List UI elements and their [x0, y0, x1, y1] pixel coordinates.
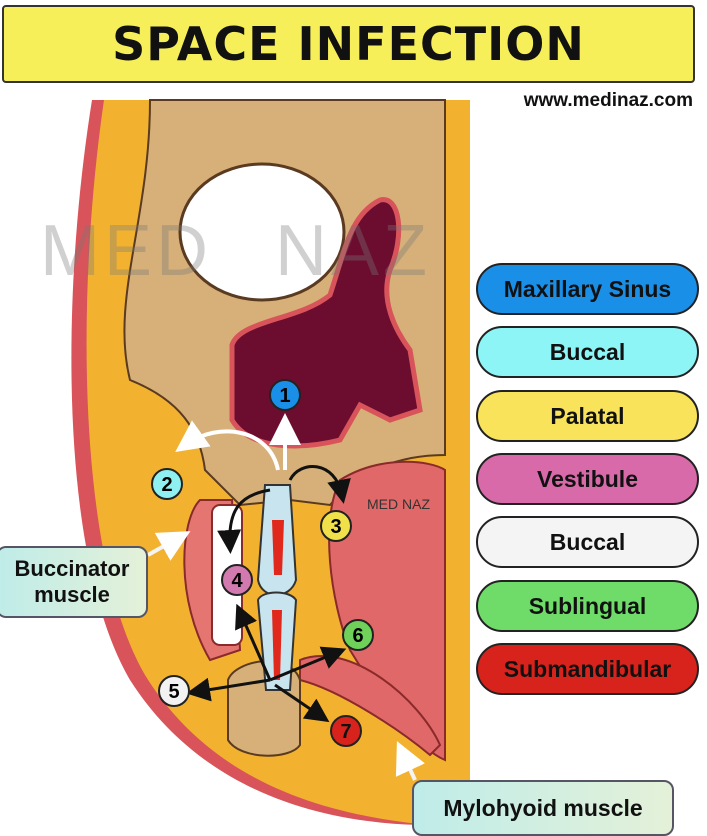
small-watermark: MED NAZ: [367, 496, 430, 512]
svg-text:3: 3: [330, 516, 341, 538]
mylohyoid-label: Mylohyoid muscle: [412, 780, 674, 836]
legend-submandibular: Submandibular: [476, 643, 699, 695]
arrow-buccinator: [147, 531, 191, 561]
svg-text:6: 6: [352, 625, 363, 647]
legend-maxillary-sinus: Maxillary Sinus: [476, 263, 699, 315]
lower-pulp: [272, 610, 282, 680]
arrow-to-2: [175, 420, 280, 471]
marker-3: 3: [320, 510, 352, 542]
marker-2: 2: [151, 468, 183, 500]
marker-4: 4: [221, 564, 253, 596]
watermark-right: NAZ: [275, 211, 431, 291]
maxillary-sinus-cavity: [178, 162, 346, 302]
page-title: SPACE INFECTION: [112, 17, 585, 71]
legend-vestibule: Vestibule: [476, 453, 699, 505]
arrow-to-6: [269, 646, 347, 682]
legend-sublingual: Sublingual: [476, 580, 699, 632]
arrow-mylohyoid: [395, 741, 425, 781]
marker-7: 7: [330, 715, 362, 747]
legend-buccal: Buccal: [476, 326, 699, 378]
legend-palatal: Palatal: [476, 390, 699, 442]
svg-text:7: 7: [340, 721, 351, 743]
buccinator-label-text: Buccinator muscle: [14, 556, 130, 607]
svg-text:2: 2: [161, 474, 172, 496]
svg-text:5: 5: [168, 681, 179, 703]
arrow-to-4: [235, 603, 272, 681]
marker-5: 5: [158, 675, 190, 707]
arrow-to-3: [288, 465, 351, 504]
legend-buccal-2: Buccal: [476, 516, 699, 568]
marker-1: 1: [269, 379, 301, 411]
website-url: www.medinaz.com: [523, 90, 693, 111]
buccinator-label: Buccinator muscle: [0, 546, 148, 618]
mylohyoid-label-text: Mylohyoid muscle: [443, 794, 643, 821]
title-banner: SPACE INFECTION: [2, 5, 695, 83]
upper-pulp: [272, 520, 284, 575]
mylohyoid-muscle: [299, 655, 442, 757]
arrow-to-4-upper: [217, 488, 271, 554]
arrow-to-5: [186, 677, 271, 702]
marker-6: 6: [342, 619, 374, 651]
svg-text:4: 4: [231, 570, 243, 592]
svg-text:1: 1: [279, 385, 290, 407]
watermark-left: MED: [40, 211, 212, 291]
arrow-to-7: [274, 683, 330, 723]
